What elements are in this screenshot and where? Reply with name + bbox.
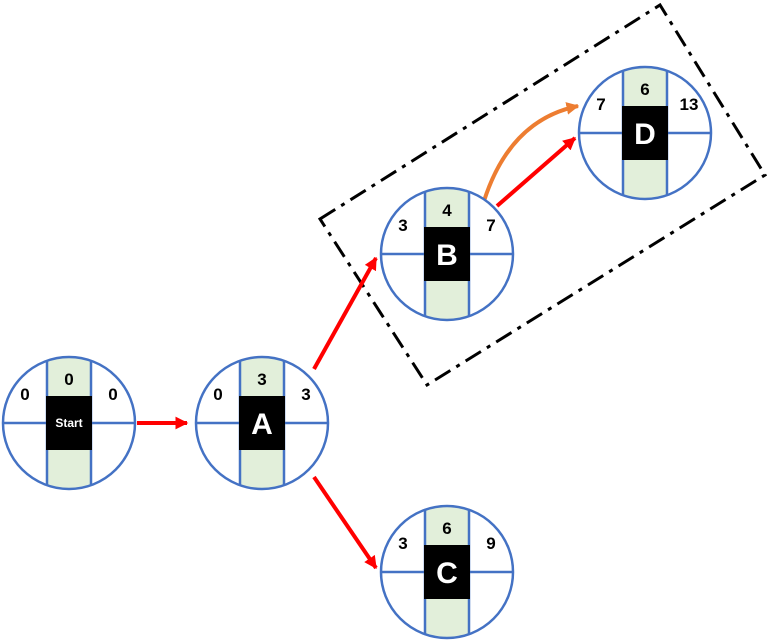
node-right-value: 7 (486, 216, 495, 235)
node-b: B 4 3 7 (379, 186, 515, 322)
node-duration: 6 (640, 80, 649, 99)
node-left-value: 0 (213, 385, 222, 404)
node-left-value: 3 (398, 534, 407, 553)
node-label-box (239, 396, 285, 450)
node-left-value: 3 (398, 216, 407, 235)
node-label-box (622, 106, 668, 160)
node-c: C 6 3 9 (379, 504, 515, 640)
node-left-value: 0 (20, 385, 29, 404)
node-label-box (46, 396, 92, 450)
node-duration: 4 (442, 201, 452, 220)
node-label-box (424, 227, 470, 281)
node-label: B (436, 239, 458, 272)
node-duration: 3 (257, 370, 266, 389)
node-left-value: 7 (596, 95, 605, 114)
edges (137, 102, 580, 570)
node-label: D (634, 118, 656, 151)
node-right-value: 3 (301, 385, 310, 404)
node-label-box (424, 545, 470, 599)
node-start: Start 0 0 0 (1, 355, 137, 491)
node-duration: 6 (442, 519, 451, 538)
edge-a-to-b (312, 256, 378, 370)
node-right-value: 13 (680, 95, 699, 114)
node-right-value: 9 (486, 534, 495, 553)
edge-b-to-d (495, 136, 577, 208)
node-right-value: 0 (108, 385, 117, 404)
node-label: A (251, 408, 273, 441)
edge-a-to-c (312, 475, 378, 570)
node-label: C (436, 557, 458, 590)
node-duration: 0 (64, 370, 73, 389)
highlight-arc-b-to-d (482, 102, 580, 202)
node-label: Start (55, 416, 82, 430)
node-a: A 3 0 3 (194, 355, 330, 491)
node-d: D 6 7 13 (577, 65, 713, 201)
critical-group-border (317, 2, 768, 388)
